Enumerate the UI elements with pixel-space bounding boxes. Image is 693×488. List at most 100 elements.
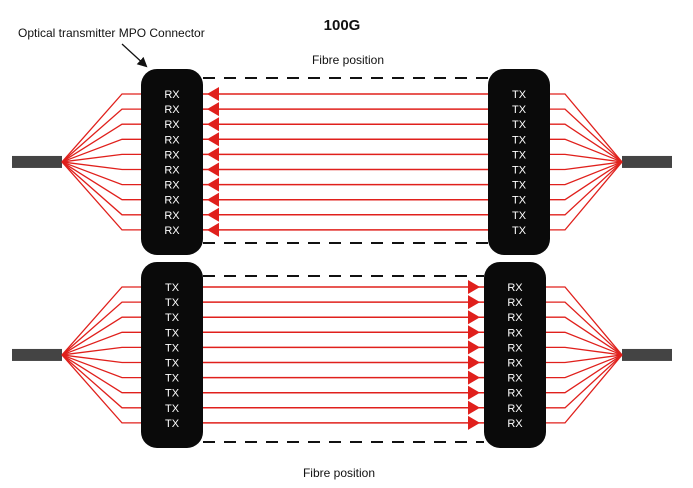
right-port-label: RX <box>507 358 523 370</box>
fibre-arrowhead <box>468 415 480 430</box>
fibre-arrowhead <box>468 280 480 294</box>
left-fanout-fibre <box>61 316 141 356</box>
left-port-label: RX <box>164 149 180 161</box>
left-port-label: TX <box>165 388 180 400</box>
right-port-label: TX <box>512 180 527 192</box>
right-port-label: TX <box>512 149 527 161</box>
left-mpo-connector <box>141 261 203 448</box>
fibre-arrowhead <box>207 102 219 117</box>
right-fanout-fibre <box>546 316 623 356</box>
left-port-label: RX <box>164 89 180 101</box>
right-fanout-fibre <box>550 161 623 231</box>
left-fanout-fibre <box>61 354 141 424</box>
left-port-label: RX <box>164 104 180 116</box>
links-layer: RX RX RX RX RX RX RX RX RX RX TX TX TX TX TX TX TX TX TX TX… <box>12 68 672 448</box>
left-port-label: TX <box>165 327 180 339</box>
fibre-arrowhead <box>468 355 480 370</box>
right-fanout-fibre <box>546 286 623 356</box>
fibre-arrowhead <box>207 117 219 132</box>
left-fanout-fibre <box>61 161 141 171</box>
right-fanout-fibre <box>550 161 623 216</box>
left-cable <box>12 155 62 168</box>
fibre-arrowhead <box>468 310 480 325</box>
right-fanout-fibre <box>546 346 623 356</box>
right-fanout-fibre <box>546 331 623 356</box>
diagram-title: 100G <box>324 17 361 34</box>
left-port-label: TX <box>165 418 180 430</box>
right-fanout-fibre <box>550 153 623 163</box>
right-fanout-fibre <box>546 354 623 379</box>
left-mpo-connector <box>141 68 203 255</box>
left-port-label: TX <box>165 342 180 354</box>
right-port-label: TX <box>512 89 527 101</box>
fibre-arrowhead <box>207 147 219 162</box>
right-fanout-fibre <box>550 93 623 163</box>
right-port-label: RX <box>507 297 523 309</box>
left-fanout-fibre <box>61 138 141 163</box>
right-fanout-fibre <box>550 108 623 163</box>
left-fanout-fibre <box>61 153 141 163</box>
left-fanout-fibre <box>61 354 141 364</box>
right-port-label: RX <box>507 312 523 324</box>
right-fanout-fibre <box>550 161 623 201</box>
left-fanout-fibre <box>61 123 141 163</box>
left-port-label: RX <box>164 225 180 237</box>
left-fanout-fibre <box>61 161 141 186</box>
right-fanout-fibre <box>550 161 623 186</box>
callout-label: Optical transmitter MPO Connector <box>18 26 205 40</box>
right-port-label: TX <box>512 104 527 116</box>
right-port-label: TX <box>512 225 527 237</box>
right-port-label: RX <box>507 342 523 354</box>
left-port-label: TX <box>165 358 180 370</box>
left-port-label: RX <box>164 210 180 222</box>
left-fanout-fibre <box>61 354 141 409</box>
right-port-label: TX <box>512 119 527 131</box>
left-fanout-fibre <box>61 301 141 356</box>
left-fanout-fibre <box>61 161 141 201</box>
left-fanout-fibre <box>61 93 141 163</box>
left-fanout-fibre <box>61 354 141 379</box>
left-port-label: TX <box>165 282 180 294</box>
right-fanout-fibre <box>550 138 623 163</box>
left-fanout-fibre <box>61 286 141 356</box>
fibre-arrowhead <box>468 340 480 355</box>
left-fanout-fibre <box>61 161 141 231</box>
left-port-label: RX <box>164 180 180 192</box>
fibre-arrowhead <box>207 192 219 207</box>
left-port-label: TX <box>165 403 180 415</box>
left-fanout-fibre <box>61 161 141 216</box>
fibre-arrowhead <box>207 162 219 177</box>
right-port-label: RX <box>507 418 523 430</box>
right-port-label: RX <box>507 388 523 400</box>
right-fanout-fibre <box>546 354 623 364</box>
fibre-arrowhead <box>468 325 480 340</box>
right-port-label: RX <box>507 327 523 339</box>
left-port-label: TX <box>165 297 180 309</box>
left-fanout-fibre <box>61 346 141 356</box>
left-port-label: RX <box>164 195 180 207</box>
right-cable <box>622 348 672 361</box>
fibre-position-label-bottom: Fibre position <box>303 466 375 480</box>
fibre-arrowhead <box>468 385 480 400</box>
fibre-arrowhead <box>207 177 219 192</box>
left-fanout-fibre <box>61 108 141 163</box>
right-mpo-connector <box>484 261 546 448</box>
fibre-arrowhead <box>468 370 480 385</box>
left-port-label: RX <box>164 134 180 146</box>
right-port-label: TX <box>512 134 527 146</box>
right-port-label: TX <box>512 165 527 177</box>
right-fanout-fibre <box>546 354 623 394</box>
right-fanout-fibre <box>550 123 623 163</box>
right-mpo-connector <box>488 68 550 255</box>
right-fanout-fibre <box>550 161 623 171</box>
right-port-label: RX <box>507 282 523 294</box>
right-fanout-fibre <box>546 301 623 356</box>
right-cable <box>622 155 672 168</box>
right-port-label: TX <box>512 210 527 222</box>
fibre-arrowhead <box>207 207 219 222</box>
left-cable <box>12 348 62 361</box>
left-fanout-fibre <box>61 331 141 356</box>
